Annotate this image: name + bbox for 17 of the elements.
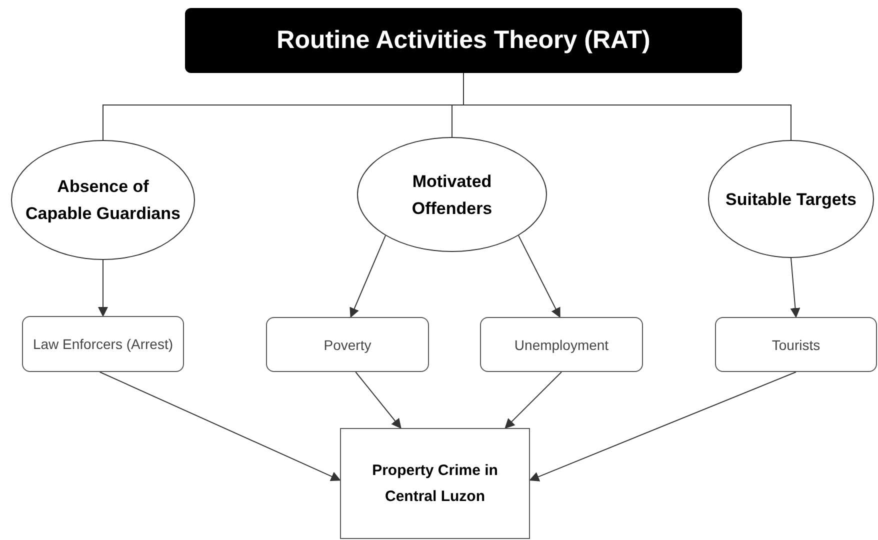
arrow (529, 372, 796, 482)
factor-box: Unemployment (480, 317, 643, 372)
arrow (518, 235, 560, 318)
title-box: Routine Activities Theory (RAT) (185, 8, 742, 73)
concept-ellipse: Absence of Capable Guardians (11, 140, 195, 260)
factor-box: Law Enforcers (Arrest) (22, 316, 184, 372)
outcome-box: Property Crime in Central Luzon (340, 428, 530, 539)
factor-box: Tourists (715, 317, 877, 372)
arrow (350, 235, 386, 318)
arrow (99, 372, 341, 482)
arrow (355, 372, 402, 429)
arrow (98, 260, 108, 317)
concept-ellipse: Suitable Targets (708, 140, 874, 258)
arrow (504, 372, 562, 429)
arrow (790, 258, 800, 318)
concept-ellipse: Motivated Offenders (357, 137, 547, 252)
factor-box: Poverty (266, 317, 429, 372)
